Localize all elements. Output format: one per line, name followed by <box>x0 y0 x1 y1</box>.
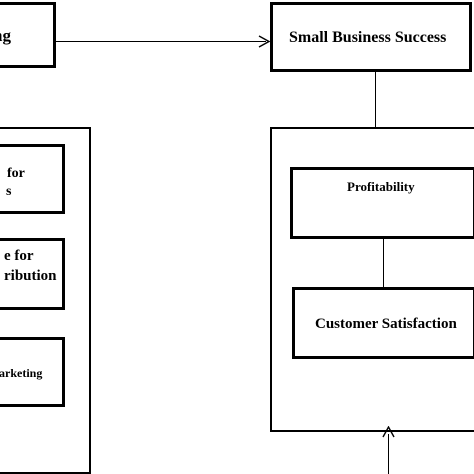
left-factor-1-line2: s <box>6 184 12 199</box>
profitability-label: Profitability <box>347 179 415 194</box>
bottom-arrow-shaft <box>388 434 389 474</box>
top-left-factor-label: ng <box>0 26 11 45</box>
left-factor-2-line1: e for <box>4 248 34 264</box>
top-arrow-head <box>258 35 270 48</box>
left-factor-2-line2: ribution <box>4 268 57 284</box>
success-to-group-connector <box>375 72 376 128</box>
left-factor-3-label: arketing <box>0 366 43 380</box>
top-arrow-shaft <box>56 41 266 42</box>
customer-satisfaction-box: Customer Satisfaction <box>292 287 474 359</box>
profitability-to-satisfaction-connector <box>383 239 384 287</box>
small-business-success-box: Small Business Success <box>270 2 472 72</box>
customer-satisfaction-label: Customer Satisfaction <box>315 316 457 332</box>
left-factor-1-line1: for <box>7 166 25 181</box>
left-factor-2-box: e for ribution <box>0 238 65 310</box>
profitability-box: Profitability <box>290 167 474 239</box>
bottom-arrow-head <box>382 426 395 438</box>
small-business-success-label: Small Business Success <box>289 29 447 46</box>
top-left-factor-box: ng <box>0 2 56 68</box>
left-factor-1-box: for s <box>0 144 65 214</box>
left-factor-3-box: arketing <box>0 337 65 407</box>
